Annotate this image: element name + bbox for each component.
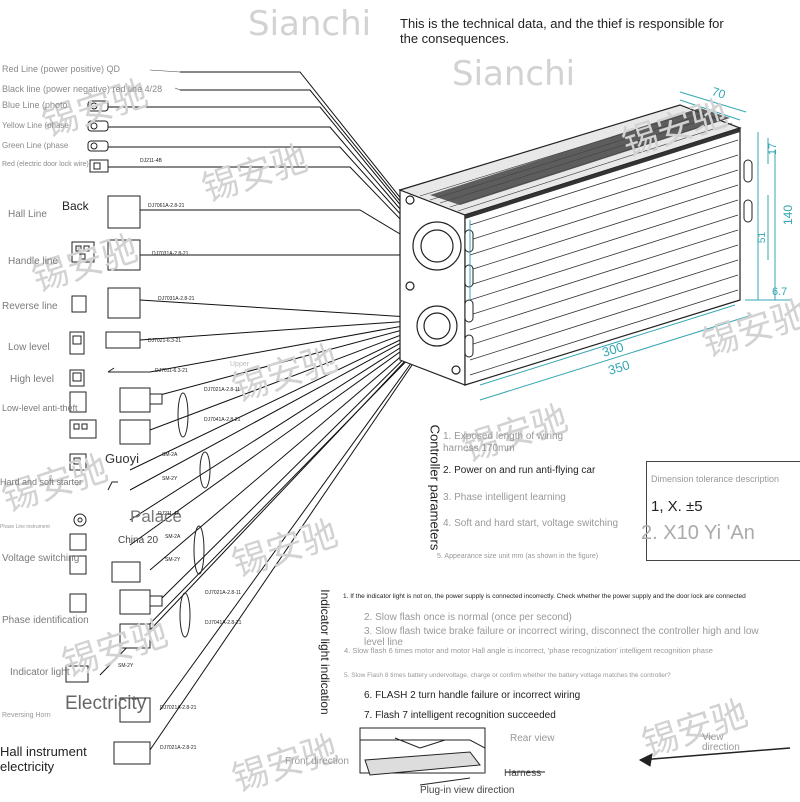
connector-shapes bbox=[65, 195, 163, 765]
indicator-item: 6. FLASH 2 turn handle failure or incorr… bbox=[364, 690, 581, 701]
dim-140: 140 bbox=[781, 204, 796, 226]
label-indicator-light: Indicator light bbox=[10, 667, 70, 678]
connector-code: DJ7061A-2.8-21 bbox=[148, 203, 185, 209]
wire-label: Yellow Line (phase bbox=[2, 121, 69, 130]
connector-code: DJ211-4B bbox=[140, 158, 162, 164]
label-harness: Harness bbox=[504, 768, 542, 779]
label-front-direction: Front direction bbox=[285, 756, 349, 767]
connector-code: DJ7041A-2.8-21 bbox=[204, 417, 241, 423]
side-grooves bbox=[469, 139, 739, 376]
mount-slots bbox=[464, 159, 753, 358]
label-phase-line-instrument: Phase Line instrument bbox=[0, 524, 50, 530]
install-sketch bbox=[359, 727, 486, 776]
connector-code: DJ7031A-2.8-21 bbox=[158, 296, 195, 302]
wire-label: Blue Line (photo bbox=[2, 100, 68, 110]
label-back: Back bbox=[62, 199, 89, 213]
label-handle-line: Handle line bbox=[8, 256, 59, 267]
dim-6-7: 6.7 bbox=[772, 286, 788, 298]
label-high-level: High level bbox=[10, 374, 54, 385]
connector-code: SM-2A bbox=[165, 534, 181, 540]
wire-label: Red Line (power positive) QD bbox=[2, 64, 121, 74]
dim-17: 17 bbox=[767, 142, 780, 156]
direction-arrows bbox=[419, 747, 791, 786]
label-guoyi: Guoyi bbox=[105, 451, 139, 466]
label-electricity: Electricity bbox=[65, 693, 147, 714]
controller-params-title: Controller parameters bbox=[427, 424, 443, 551]
wire-bundle bbox=[99, 71, 431, 751]
indicator-item: 5. Slow Flash 8 times battery undervolta… bbox=[344, 672, 671, 679]
tolerance-line2: 2. X10 Yi 'An bbox=[641, 522, 755, 544]
label-upper: Upper bbox=[230, 361, 250, 368]
tolerance-box: Dimension tolerance description 1, X. ±5… bbox=[641, 461, 800, 561]
connector-code: DJ7011-6.3-21 bbox=[155, 368, 188, 374]
connector-code: DJ7031A-2.8-21 bbox=[152, 251, 189, 257]
connector-code: DJ7041A-2.8-21 bbox=[205, 620, 242, 626]
label-reverse-line: Reverse line bbox=[2, 301, 58, 312]
controller-param: 1. Exposed length of wiring harness 170m… bbox=[443, 431, 564, 454]
wire-label: Green Line (phase bbox=[2, 141, 69, 150]
indicator-title: Indicator light indication bbox=[318, 589, 332, 715]
connector-code: DJ211-4A bbox=[158, 511, 180, 517]
label-plugin-view: Plug-in view direction bbox=[420, 785, 515, 796]
wire-label: Red (electric door lock wire) bbox=[2, 161, 89, 168]
indicator-item: 1. If the indicator light is not on, the… bbox=[343, 593, 746, 600]
tolerance-title: Dimension tolerance description bbox=[651, 474, 780, 484]
label-china: China 20 bbox=[118, 535, 159, 546]
dimension-lines bbox=[469, 91, 790, 401]
controller-param: 4. Soft and hard start, voltage switchin… bbox=[443, 518, 619, 529]
wire-loops bbox=[177, 392, 211, 638]
indicator-item: 2. Slow flash once is normal (once per s… bbox=[364, 612, 572, 623]
ring-terminals bbox=[87, 100, 109, 173]
indicator-item: 7. Flash 7 intelligent recognition succe… bbox=[364, 710, 556, 721]
label-hall-line: Hall Line bbox=[8, 209, 47, 220]
brand-watermark-mid: Sianchi bbox=[452, 54, 576, 94]
indicator-item: 3. Slow flash twice brake failure or inc… bbox=[364, 626, 759, 648]
label-rear-view: Rear view bbox=[510, 733, 555, 744]
connector-code: SM-2Y bbox=[165, 557, 181, 563]
label-reversing-horn: Reversing Horn bbox=[2, 712, 51, 719]
label-leaders bbox=[149, 69, 181, 91]
label-hall-instrument: Hall instrument electricity bbox=[0, 744, 87, 774]
dim-51: 51 bbox=[757, 231, 769, 244]
wire-label: Black line (power negative) red line 4/2… bbox=[2, 84, 163, 94]
controller-param: 2. Power on and run anti-flying car bbox=[443, 465, 596, 476]
label-phase-identification: Phase identification bbox=[2, 615, 89, 626]
indicator-item: 4. Slow flash 6 times motor and motor Ha… bbox=[344, 646, 713, 655]
connector-code: DJ7021A-2.8-11 bbox=[204, 387, 241, 393]
cable-glands bbox=[405, 195, 462, 375]
connector-code: SM-2Y bbox=[162, 476, 178, 482]
label-palace: Palace bbox=[130, 507, 182, 526]
label-hard-soft: Hard and soft starter bbox=[0, 477, 83, 487]
label-voltage-switching: Voltage switching bbox=[2, 553, 80, 564]
brand-watermark-top: Sianchi bbox=[248, 4, 372, 44]
label-view-direction: View direction bbox=[702, 732, 740, 753]
connector-code: SM-2Y bbox=[118, 663, 134, 669]
connector-code: DJ7021A-2.8-21 bbox=[160, 745, 197, 751]
tolerance-line1: 1, X. ±5 bbox=[651, 498, 703, 515]
connector-code: DJ7021-6.3-21 bbox=[148, 338, 182, 344]
label-low-anti-theft: Low-level anti-theft bbox=[2, 403, 78, 413]
connector-code: DJ7021A-2.8-11 bbox=[205, 590, 242, 596]
connector-code: DJ7021A-2.8-21 bbox=[160, 705, 197, 711]
notice-text: This is the technical data, and the thie… bbox=[400, 16, 724, 46]
controller-param: 5. Appearance size unit mm (as shown in … bbox=[437, 553, 599, 560]
connector-code: SM-2A bbox=[162, 452, 178, 458]
controller-param: 3. Phase intelligent learning bbox=[443, 492, 566, 503]
label-low-level: Low level bbox=[8, 342, 50, 353]
